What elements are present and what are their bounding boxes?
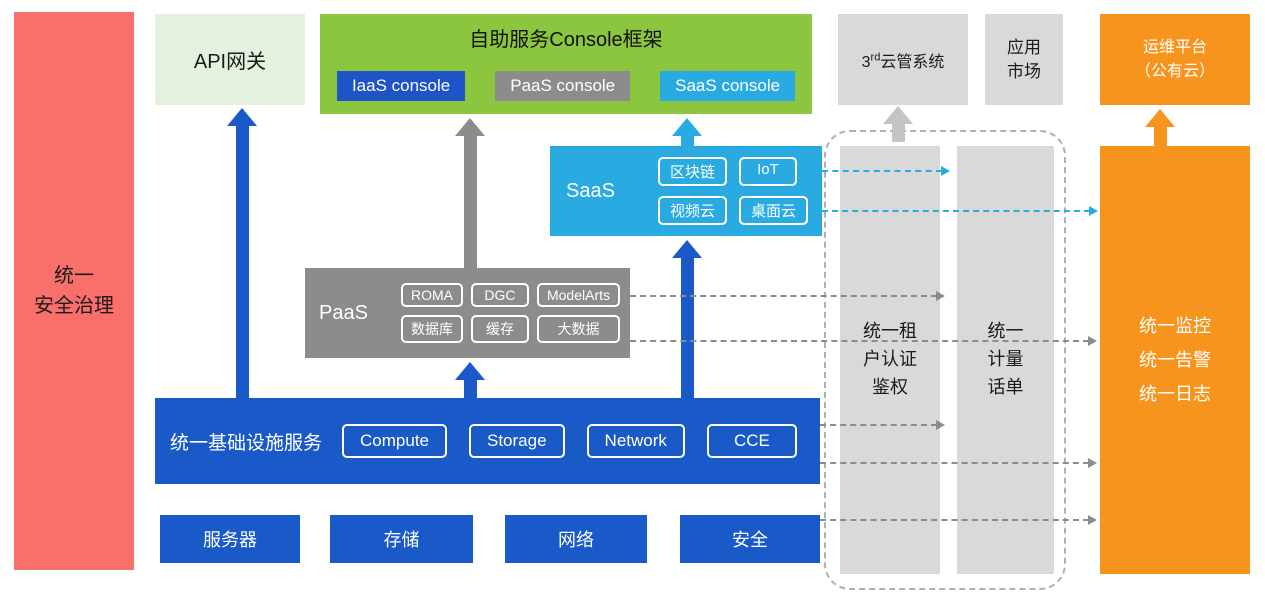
metering-bar-label: 统一 计量 话单: [987, 321, 1024, 397]
dashed-connector-paas-to-metering-head: [936, 291, 945, 301]
dashed-connector-iaas-to-metering-head: [936, 420, 945, 430]
paas-badge-modelarts: ModelArts: [536, 283, 620, 307]
dashed-connector-paas-to-monitoring: [630, 340, 1089, 342]
app-market-box: 应用 市场: [985, 14, 1063, 105]
third-party-cloud-box: 3rd云管系统: [838, 14, 968, 105]
arrow-frame-to-third-party-shaft: [892, 124, 905, 142]
hardware-box-storage: 存储: [330, 515, 473, 563]
dashed-connector-iaas-to-metering: [820, 424, 937, 426]
paas-console-badge: PaaS console: [495, 71, 631, 101]
iaas-label: 统一基础设施服务: [170, 432, 323, 454]
iaas-box: 统一基础设施服务 Compute Storage Network CCE: [155, 398, 820, 484]
arrow-iaas-to-paas-head: [455, 362, 485, 380]
hardware-box-server: 服务器: [160, 515, 300, 563]
iaas-badge-row: Compute Storage Network CCE: [342, 424, 797, 458]
arrow-paas-to-console-shaft: [464, 136, 477, 268]
third-party-cloud-label: 3rd云管系统: [862, 48, 945, 72]
console-framework-box: 自助服务Console框架 IaaS console PaaS console …: [320, 14, 812, 114]
saas-badge-row-1: 区块链 IoT: [657, 157, 808, 186]
dashed-connector-hardware-to-monitoring-head: [1088, 515, 1097, 525]
auth-bar-label: 统一租 户认证 鉴权: [863, 321, 917, 397]
saas-badge-desktop-cloud: 桌面云: [738, 196, 808, 225]
arrow-saas-to-console-head: [672, 118, 702, 136]
api-gateway-label: API网关: [193, 51, 267, 73]
console-badge-row: IaaS console PaaS console SaaS console: [320, 71, 812, 101]
iaas-badge-compute: Compute: [342, 424, 447, 458]
ops-platform-label: 运维平台 （公有云）: [1134, 39, 1215, 80]
paas-badge-dgc: DGC: [470, 283, 529, 307]
common-services-dashed-frame: [824, 130, 1066, 590]
third-party-superscript: rd: [870, 51, 881, 64]
iaas-badge-storage: Storage: [469, 424, 565, 458]
iaas-badge-cce: CCE: [706, 424, 797, 458]
third-party-suffix: 云管系统: [880, 53, 945, 71]
api-gateway-box: API网关: [155, 14, 305, 105]
arrow-monitoring-to-ops-shaft: [1154, 127, 1167, 146]
iaas-badge-network: Network: [586, 424, 685, 458]
dashed-connector-iaas-to-monitoring: [820, 462, 1089, 464]
dashed-connector-saas-to-monitoring: [822, 210, 1090, 212]
dashed-connector-paas-to-monitoring-head: [1088, 336, 1097, 346]
saas-box: SaaS 区块链 IoT 视频云 桌面云: [550, 146, 822, 236]
paas-label: PaaS: [319, 301, 368, 324]
iaas-console-badge: IaaS console: [336, 71, 466, 101]
saas-badge-grid: 区块链 IoT 视频云 桌面云: [657, 146, 808, 236]
app-market-label: 应用 市场: [1007, 37, 1041, 81]
arrow-saas-to-console-shaft: [681, 136, 694, 146]
monitoring-bar: 统一监控 统一告警 统一日志: [1100, 146, 1250, 574]
metering-bar: 统一 计量 话单: [957, 146, 1054, 574]
paas-badge-database: 数据库: [400, 315, 463, 343]
console-framework-title: 自助服务Console框架: [469, 29, 663, 51]
saas-badge-video-cloud: 视频云: [657, 196, 727, 225]
monitoring-bar-label: 统一监控 统一告警 统一日志: [1139, 315, 1211, 405]
dashed-connector-saas-to-monitoring-head: [1089, 206, 1098, 216]
arrow-iaas-to-saas-head: [672, 240, 702, 258]
paas-badge-grid: ROMA DGC ModelArts 数据库 缓存 大数据: [400, 268, 620, 358]
saas-badge-iot: IoT: [738, 157, 797, 186]
arrow-iaas-to-paas-shaft: [464, 380, 477, 398]
arrow-iaas-to-api-gateway-head: [227, 108, 257, 126]
ops-platform-box: 运维平台 （公有云）: [1100, 14, 1250, 105]
paas-badge-roma: ROMA: [400, 283, 463, 307]
hardware-box-security: 安全: [680, 515, 820, 563]
auth-bar: 统一租 户认证 鉴权: [840, 146, 940, 574]
arrow-iaas-to-api-gateway-shaft: [236, 126, 249, 398]
saas-badge-blockchain: 区块链: [657, 157, 727, 186]
paas-badge-bigdata: 大数据: [536, 315, 620, 343]
arrow-iaas-to-saas-shaft: [681, 258, 694, 398]
dashed-connector-saas-to-metering-head: [941, 166, 950, 176]
paas-box: PaaS ROMA DGC ModelArts 数据库 缓存 大数据: [305, 268, 630, 358]
hardware-box-network: 网络: [505, 515, 647, 563]
third-party-prefix: 3: [861, 53, 871, 71]
arrow-frame-to-third-party-head: [883, 106, 913, 124]
saas-label: SaaS: [566, 179, 615, 202]
dashed-connector-paas-to-metering: [630, 295, 937, 297]
dashed-connector-saas-to-metering: [822, 170, 942, 172]
dashed-connector-iaas-to-monitoring-head: [1088, 458, 1097, 468]
saas-badge-row-2: 视频云 桌面云: [657, 196, 808, 225]
saas-console-badge: SaaS console: [660, 71, 796, 101]
arrow-paas-to-console-head: [455, 118, 485, 136]
paas-badge-cache: 缓存: [470, 315, 529, 343]
arrow-monitoring-to-ops-head: [1145, 109, 1175, 127]
security-governance-label: 统一 安全治理: [34, 265, 114, 317]
security-governance-bar: 统一 安全治理: [14, 12, 134, 570]
dashed-connector-hardware-to-monitoring: [820, 519, 1089, 521]
